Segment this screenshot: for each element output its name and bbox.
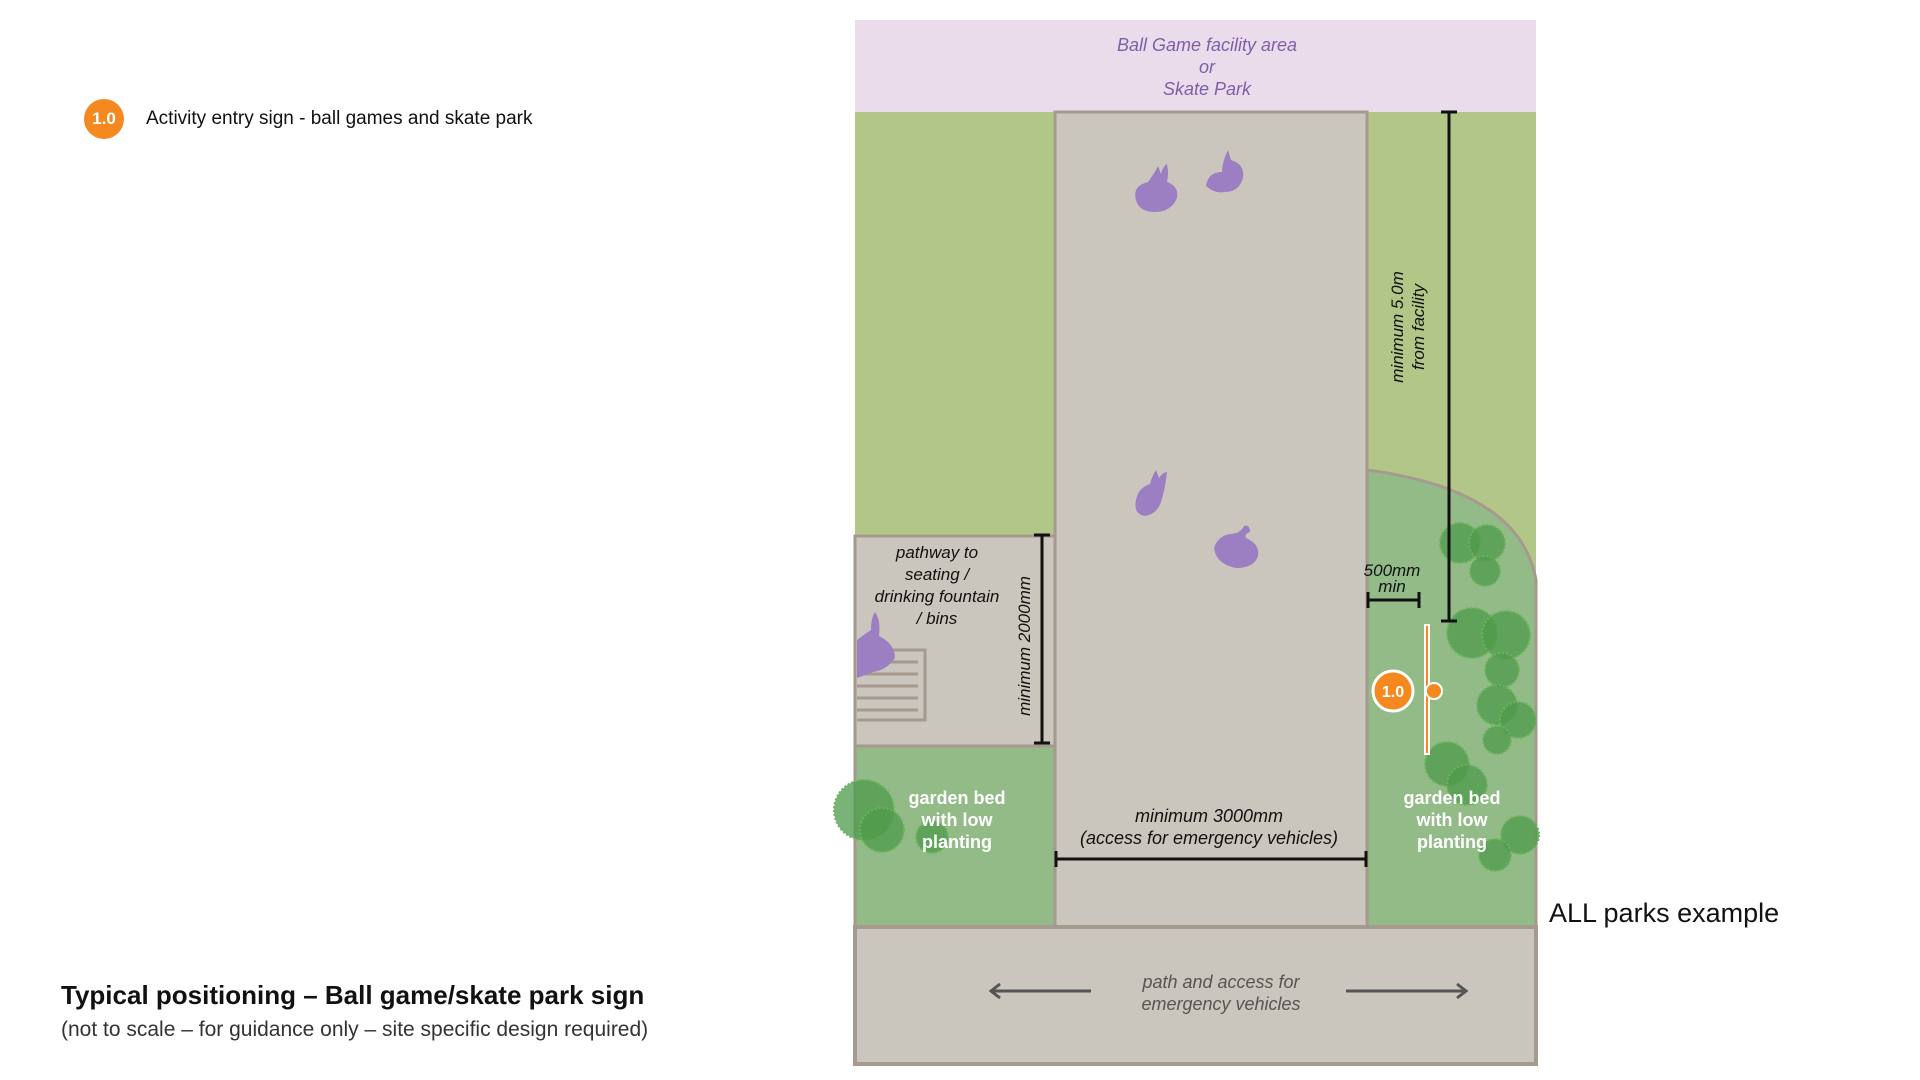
facility-label-line3: Skate Park <box>1163 79 1252 99</box>
activity-entry-sign: 1.0 <box>1371 624 1443 755</box>
legend-label: Activity entry sign - ball games and ska… <box>146 108 533 129</box>
facility-label-line2: or <box>1199 57 1216 77</box>
garden-bed-right <box>1365 468 1538 929</box>
caption-subtitle: (not to scale – for guidance only – site… <box>61 1018 649 1041</box>
pathway-label-4: / bins <box>916 609 958 628</box>
person-icon <box>1214 525 1259 568</box>
facility-area <box>855 20 1536 112</box>
facility-label-line1: Ball Game facility area <box>1117 35 1297 55</box>
garden-left-label-2: with low <box>921 810 994 830</box>
min-2000-label: minimum 2000mm <box>1015 576 1034 716</box>
min-5m-label-2: from facility <box>1409 283 1428 370</box>
person-icon <box>1135 470 1167 516</box>
garden-left-label-3: planting <box>922 832 992 852</box>
pathway-label-2: seating / <box>905 565 972 584</box>
min-500-label-2: min <box>1378 577 1405 596</box>
min-3000-label-2: (access for emergency vehicles) <box>1080 828 1338 848</box>
person-icon <box>1206 150 1244 193</box>
pathway-label-1: pathway to <box>895 543 978 562</box>
person-icon <box>1135 164 1178 212</box>
min-500-label: 500mm <box>1364 561 1421 580</box>
bottom-path-label-1: path and access for <box>1141 972 1300 992</box>
central-path <box>1053 110 1369 929</box>
direction-arrows <box>988 982 1469 1000</box>
garden-left-label-1: garden bed <box>908 788 1005 808</box>
dimension-lines <box>1034 110 1457 867</box>
garden-right-label-1: garden bed <box>1403 788 1500 808</box>
sign-number-badge: 1.0 <box>84 99 124 139</box>
legend-item: 1.0 Activity entry sign - ball games and… <box>84 99 533 139</box>
pathway-label-3: drinking fountain <box>875 587 1000 606</box>
min-3000-label: minimum 3000mm <box>1135 806 1283 826</box>
garden-right-label-2: with low <box>1416 810 1489 830</box>
bench-icon <box>857 648 927 722</box>
example-label: ALL parks example <box>1549 898 1780 928</box>
trees <box>833 522 1540 872</box>
caption-title: Typical positioning – Ball game/skate pa… <box>61 980 645 1010</box>
person-icon <box>857 612 895 678</box>
sign-badge-label: 1.0 <box>1382 684 1404 701</box>
bottom-path-label-2: emergency vehicles <box>1141 994 1300 1014</box>
grass-left <box>855 112 1055 536</box>
min-5m-label: minimum 5.0m <box>1388 271 1407 382</box>
garden-right-label-3: planting <box>1417 832 1487 852</box>
bottom-path <box>853 925 1538 1066</box>
